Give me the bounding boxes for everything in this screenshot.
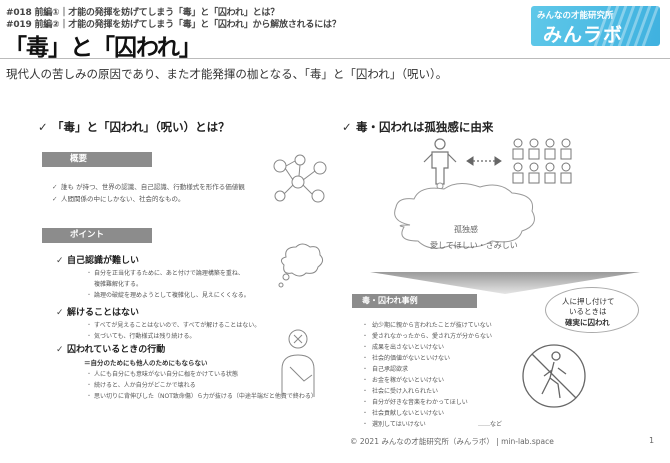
network-people-icon [273, 154, 327, 203]
page-title: 「毒」と「囚われ」 [4, 35, 202, 61]
double-arrow-icon [466, 156, 502, 166]
check-icon: ✓ [38, 120, 48, 134]
point-subitem: ・自分を正当化するために、あと付けで論理構築を重ね、 [86, 270, 244, 277]
example-item: ・自分が好きな音楽をわかってほしい [362, 399, 468, 406]
example-item-etc: ……など [478, 421, 503, 428]
point-subitem: ・気づいても、行動様式は残り続ける。 [86, 333, 196, 340]
example-item: ・選別してはいけない [362, 421, 426, 428]
point-heading-unsolvable: ✓解けることはない [56, 308, 140, 318]
example-item: ・お金を稼がないといけない [362, 377, 445, 384]
right-section-heading: ✓ 毒・囚われは孤独感に由来 [342, 119, 493, 135]
no-walking-icon [522, 344, 586, 408]
point-emphasis: ＝自分のためにも他人のためにもならない [84, 359, 208, 367]
logo-subtitle: みんなの才能研究所 [537, 11, 614, 21]
point-label: ポイント [42, 228, 152, 243]
copyright: © 2021 みんなの才能研究所（みんラボ） | min-lab.space [350, 437, 554, 446]
point-subitem: 複雑難解化する。 [94, 281, 143, 288]
example-item: ・成果を出さないといけない [362, 344, 445, 351]
examples-label: 毒・囚われ事例 [352, 294, 477, 308]
cloud-line-1: 孤独感 [454, 225, 478, 234]
header-divider [0, 58, 670, 59]
example-item: ・幼少期に親から言われたことが抜けていない [362, 322, 492, 329]
example-item: ・社会に受け入れられたい [362, 388, 439, 395]
point-subitem: ・続けると、人か自分がどこかで壊れる [86, 382, 196, 389]
point-subitem: ・人にも自分にも意味がない自分に枷をかけている状態 [86, 371, 239, 378]
check-icon: ✓ [342, 120, 352, 134]
bubble-line-3: 確実に囚われ [565, 318, 610, 327]
overview-item: ✓誰も が持つ、世界の認識、自己認識、行動様式を形作る価値観 [52, 183, 245, 191]
page-number: 1 [649, 436, 655, 445]
left-heading-text: 「毒」と「囚われ」（呪い）とは？ [52, 120, 230, 134]
loneliness-cloud [394, 182, 535, 249]
cloud-line-2: 愛してほしい・さみしい [430, 241, 518, 250]
funnel-shape [370, 272, 640, 294]
point-subitem: ・論理の破綻を理めようとして複雑化し、見えにくくなる。 [86, 292, 250, 299]
example-item: ・社会貢献しないといけない [362, 410, 445, 417]
example-item: ・愛されなかったから、愛され方が分からない [362, 333, 493, 340]
overview-label: 概要 [42, 152, 152, 167]
point-heading-behavior: ✓囚われているときの行動 [56, 345, 166, 355]
point-subitem: ・思い切りに背伸びした（NOT致命傷）ら力が抜ける（中途半端だと他責で終わる） [86, 393, 317, 400]
bubble-line-1: 人に押し付けて [562, 297, 615, 306]
left-section-heading: ✓ 「毒」と「囚われ」（呪い）とは？ [38, 119, 230, 135]
thought-bubble-icon [278, 243, 324, 288]
example-item: ・社会的価値がないといけない [362, 355, 451, 362]
point-subitem: ・すべてが見えることはないので、すべてが解けることはない。 [86, 322, 261, 329]
logo-name: みんラボ [543, 24, 624, 46]
example-item: ・自己承認欲求 [362, 366, 409, 373]
lonely-person-icon [423, 138, 457, 185]
slide-subtitle: 現代人の苦しみの原因であり、また才能発揮の枷となる、「毒」と「囚われ」（呪い）。 [6, 67, 448, 81]
episode-line-1: #018 前編①｜才能の発揮を妨げてしまう「毒」と「囚われ」とは？ [6, 8, 280, 18]
injured-person-icon [281, 329, 315, 397]
speech-bubble [545, 287, 639, 333]
overview-item: ✓人間関係の中にしかない、社会的なもの。 [52, 195, 185, 203]
episode-line-2: #019 前編②｜才能の発揮を妨げてしまう「毒」と「囚われ」から解放されるには？ [6, 20, 341, 30]
minlab-logo: みんなの才能研究所 みんラボ [531, 6, 660, 46]
point-heading-self-awareness: ✓自己認識が難しい [56, 256, 140, 266]
right-heading-text: 毒・囚われは孤独感に由来 [356, 120, 494, 134]
people-group-icon [512, 138, 572, 184]
bubble-line-2: いるときは [569, 307, 607, 316]
